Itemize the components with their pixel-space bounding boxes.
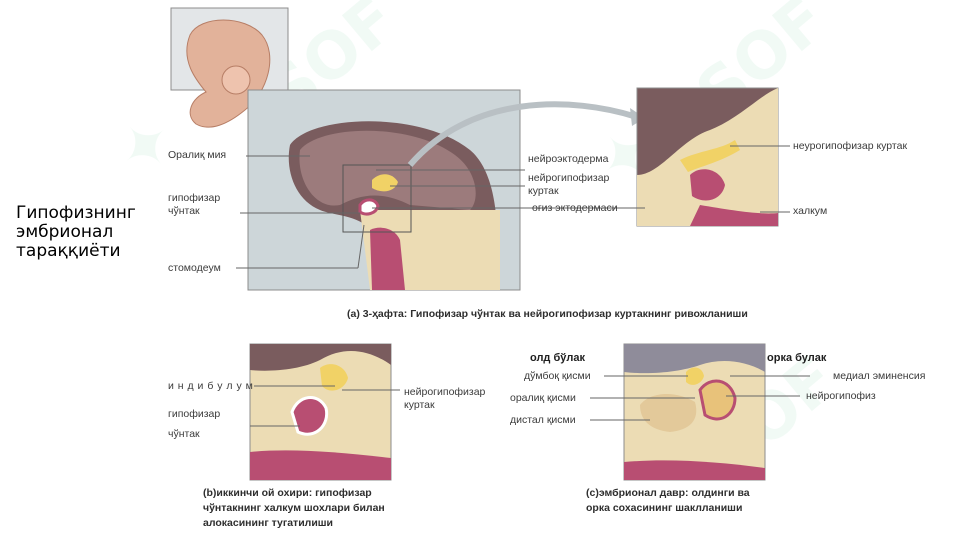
hypophyseal-pouch: [358, 198, 380, 216]
slide-title: Гипофизнинг эмбрионал тараққиёти: [16, 203, 136, 261]
label-stomodeum: стомодеум: [168, 262, 221, 274]
panel-c-brain: [624, 344, 765, 374]
label-neyrogipofizar-kurtak: нейрогипофизар куртак: [528, 172, 610, 197]
header-old-bulak: олд бўлак: [530, 352, 585, 364]
label-oraliq-qismi: оралиқ қисми: [510, 392, 576, 404]
label-ogiz-ektodermasi: оғиз эктодермаси: [532, 202, 618, 214]
panel-b-pouch: [290, 396, 329, 436]
label-neyrogipofizar-kurtak-b: нейрогипофизар куртак: [404, 386, 486, 411]
pharynx: [370, 227, 405, 290]
panel-c-neurohypophysis: [698, 379, 737, 421]
zoom-pharynx: [690, 205, 778, 226]
label-halqum: халкум: [793, 205, 828, 217]
label-neurogipofizar-kurtak-zoom: неурогипофизар куртак: [793, 140, 908, 152]
label-gipofizar: гипофизар: [168, 408, 221, 420]
label-neyrogipofiz: нейрогипофиз: [806, 390, 876, 402]
panel-c-infundibulum: [686, 367, 704, 385]
label-dumboq-qismi: дўмбоқ қисми: [524, 370, 591, 382]
label-chuntak: чўнтак: [168, 428, 200, 440]
caption-a: (a) 3-ҳафта: Гипофизар чўнтак ва нейроги…: [347, 308, 748, 320]
zoom-box: [342, 164, 412, 233]
label-distal-qismi: дистал қисми: [510, 414, 576, 426]
panel-c-pharynx: [624, 460, 765, 480]
panel-c-distal: [640, 394, 697, 432]
header-orka-bulak: орка булак: [767, 352, 827, 364]
label-gipofizar-chuntak: гипофизар чўнтак: [168, 192, 221, 217]
panel-b-pharynx: [250, 450, 391, 480]
panel-b-brain: [250, 344, 391, 371]
zoom-pouch: [690, 169, 725, 201]
zoom-neuro-bud: [680, 140, 740, 172]
panel-b-neuro-bud: [320, 364, 348, 391]
zoom-arrow: [407, 101, 641, 167]
label-neyroektoderma: нейроэктодерма: [528, 153, 609, 165]
label-medial-eminensiya: медиал эминенсия: [833, 370, 926, 382]
caption-b: (b)иккинчи ой охири: гипофизар чўнтакнин…: [203, 487, 385, 529]
embryo-head: [221, 65, 251, 95]
label-indibulum: и н д и б у л у м: [168, 380, 254, 392]
label-oraliq-miya: Оралиқ мия: [168, 149, 227, 161]
caption-c: (c)эмбрионал давр: олдинги ва орка сохас…: [586, 487, 750, 514]
neurohypophyseal-bud: [372, 174, 398, 192]
